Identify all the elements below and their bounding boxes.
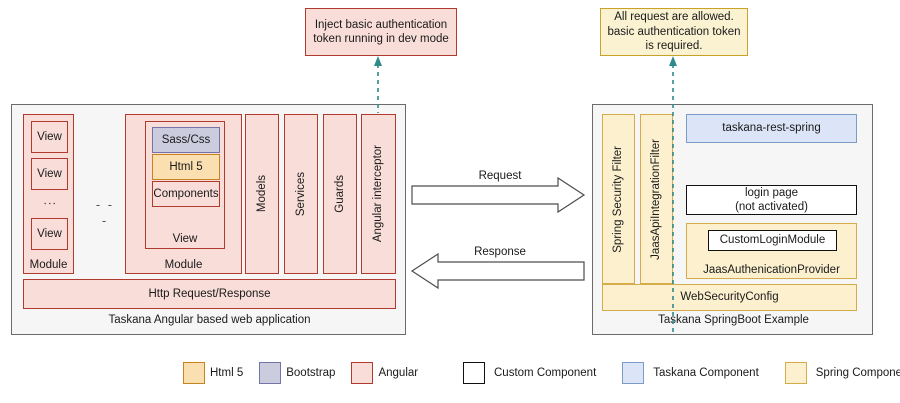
dashed-arrowhead-angular — [374, 56, 382, 66]
vertical-ellipsis: ⋮ — [42, 196, 58, 212]
client-column-angular-interceptor[interactable]: Angular interceptor — [361, 114, 396, 274]
client-module-a-view-2[interactable]: View — [31, 158, 68, 190]
view-label: View — [37, 167, 62, 180]
login-page-line1: login page — [744, 186, 799, 199]
client-module-a-ellipsis: ⋮ — [31, 193, 68, 215]
client-column-models[interactable]: Models — [245, 114, 279, 274]
login-page-text: login page (not activated) — [735, 186, 808, 215]
legend-label-angular: Angular — [378, 367, 419, 379]
legend-label-html5: Html 5 — [210, 367, 244, 379]
legend-item-angular: Angular — [351, 362, 418, 384]
client-panel: View View ⋮ View Module - - - Sass/Css H… — [11, 104, 406, 335]
client-panel-label: Taskana Angular based web application — [108, 314, 311, 326]
client-components-box[interactable]: Components — [152, 181, 220, 207]
client-module-a-view-1[interactable]: View — [31, 121, 68, 153]
client-module-b-view[interactable]: Sass/Css Html 5 Components View — [145, 121, 225, 249]
client-html5-box[interactable]: Html 5 — [152, 154, 220, 180]
legend-swatch-custom-component — [463, 362, 485, 384]
client-module-a[interactable]: View View ⋮ View Module — [23, 114, 74, 274]
server-spring-security-filter[interactable]: Spring Security Filter — [602, 114, 635, 284]
legend-swatch-taskana-component — [622, 362, 645, 384]
server-web-security-config[interactable]: WebSecurityConfig — [602, 284, 857, 311]
client-module-a-view-3[interactable]: View — [31, 218, 68, 250]
legend-swatch-bootstrap — [259, 362, 282, 384]
server-taskana-rest-spring[interactable]: taskana-rest-spring — [686, 114, 857, 143]
jaas-api-integration-filter-label: JaasApiIntegrationFilter — [650, 138, 663, 260]
html5-label: Html 5 — [169, 160, 203, 173]
client-module-a-caption: Module — [29, 259, 68, 271]
client-http-bar[interactable]: Http Request/Response — [23, 279, 396, 309]
sass-css-label: Sass/Css — [161, 133, 211, 146]
legend-item-spring-component: Spring Component — [784, 362, 900, 384]
login-page-line2: (not activated) — [735, 201, 808, 213]
server-panel-label: Taskana SpringBoot Example — [658, 314, 809, 326]
client-module-b[interactable]: Sass/Css Html 5 Components View Module — [125, 114, 242, 274]
legend-item-html5: Html 5 — [183, 362, 243, 384]
note-spring-security: All request are allowed. basic authentic… — [600, 8, 748, 56]
http-bar-label: Http Request/Response — [148, 287, 271, 300]
client-sass-css-box[interactable]: Sass/Css — [152, 127, 220, 153]
server-jaas-authentication-provider[interactable]: CustomLoginModule JaasAuthenicationProvi… — [686, 223, 857, 279]
legend-swatch-html5 — [183, 362, 205, 384]
server-auth-provider-caption: JaasAuthenicationProvider — [703, 264, 840, 276]
legend-item-taskana-component: Taskana Component — [622, 362, 759, 384]
request-arrow — [411, 176, 586, 214]
angular-interceptor-label: Angular interceptor — [372, 145, 385, 243]
legend-right-group: Custom Component Taskana Component Sprin… — [463, 362, 900, 384]
response-arrow — [410, 252, 585, 290]
models-label: Models — [255, 175, 268, 213]
legend-label-custom-component: Custom Component — [494, 367, 597, 379]
client-module-b-caption: Module — [164, 259, 203, 271]
legend-swatch-angular — [351, 362, 374, 384]
response-arrow-label: Response — [474, 246, 526, 258]
legend-label-spring-component: Spring Component — [815, 367, 900, 379]
server-panel: Spring Security Filter JaasApiIntegratio… — [592, 104, 873, 335]
view-label: View — [37, 130, 62, 143]
request-arrow-label: Request — [478, 170, 522, 182]
server-custom-login-module[interactable]: CustomLoginModule — [708, 230, 837, 251]
client-column-guards[interactable]: Guards — [323, 114, 357, 274]
taskana-rest-spring-label: taskana-rest-spring — [722, 122, 821, 135]
components-label: Components — [153, 187, 219, 200]
server-login-page[interactable]: login page (not activated) — [686, 185, 857, 215]
dashed-arrowhead-spring — [669, 56, 677, 66]
web-security-config-label: WebSecurityConfig — [680, 291, 779, 304]
note-spring-text: All request are allowed. basic authentic… — [607, 11, 741, 53]
guards-label: Guards — [333, 175, 346, 213]
view-label: View — [37, 227, 62, 240]
note-angular-text: Inject basic authentication token runnin… — [313, 18, 449, 45]
services-label: Services — [294, 171, 307, 217]
legend-label-bootstrap: Bootstrap — [286, 367, 336, 379]
server-jaas-api-integration-filter[interactable]: JaasApiIntegrationFilter — [640, 114, 673, 284]
legend-label-taskana-component: Taskana Component — [653, 367, 759, 379]
legend-swatch-spring-component — [784, 362, 807, 384]
client-column-services[interactable]: Services — [284, 114, 318, 274]
legend-item-custom-component: Custom Component — [463, 362, 596, 384]
client-module-b-view-caption: View — [172, 233, 198, 245]
note-angular-interceptor: Inject basic authentication token runnin… — [305, 8, 457, 56]
legend-left-group: Html 5 Bootstrap Angular — [183, 362, 418, 384]
spring-security-filter-label: Spring Security Filter — [612, 145, 625, 253]
client-module-gap-ellipsis: - - - — [95, 196, 115, 228]
custom-login-module-label: CustomLoginModule — [719, 234, 826, 247]
legend-item-bootstrap: Bootstrap — [259, 362, 335, 384]
